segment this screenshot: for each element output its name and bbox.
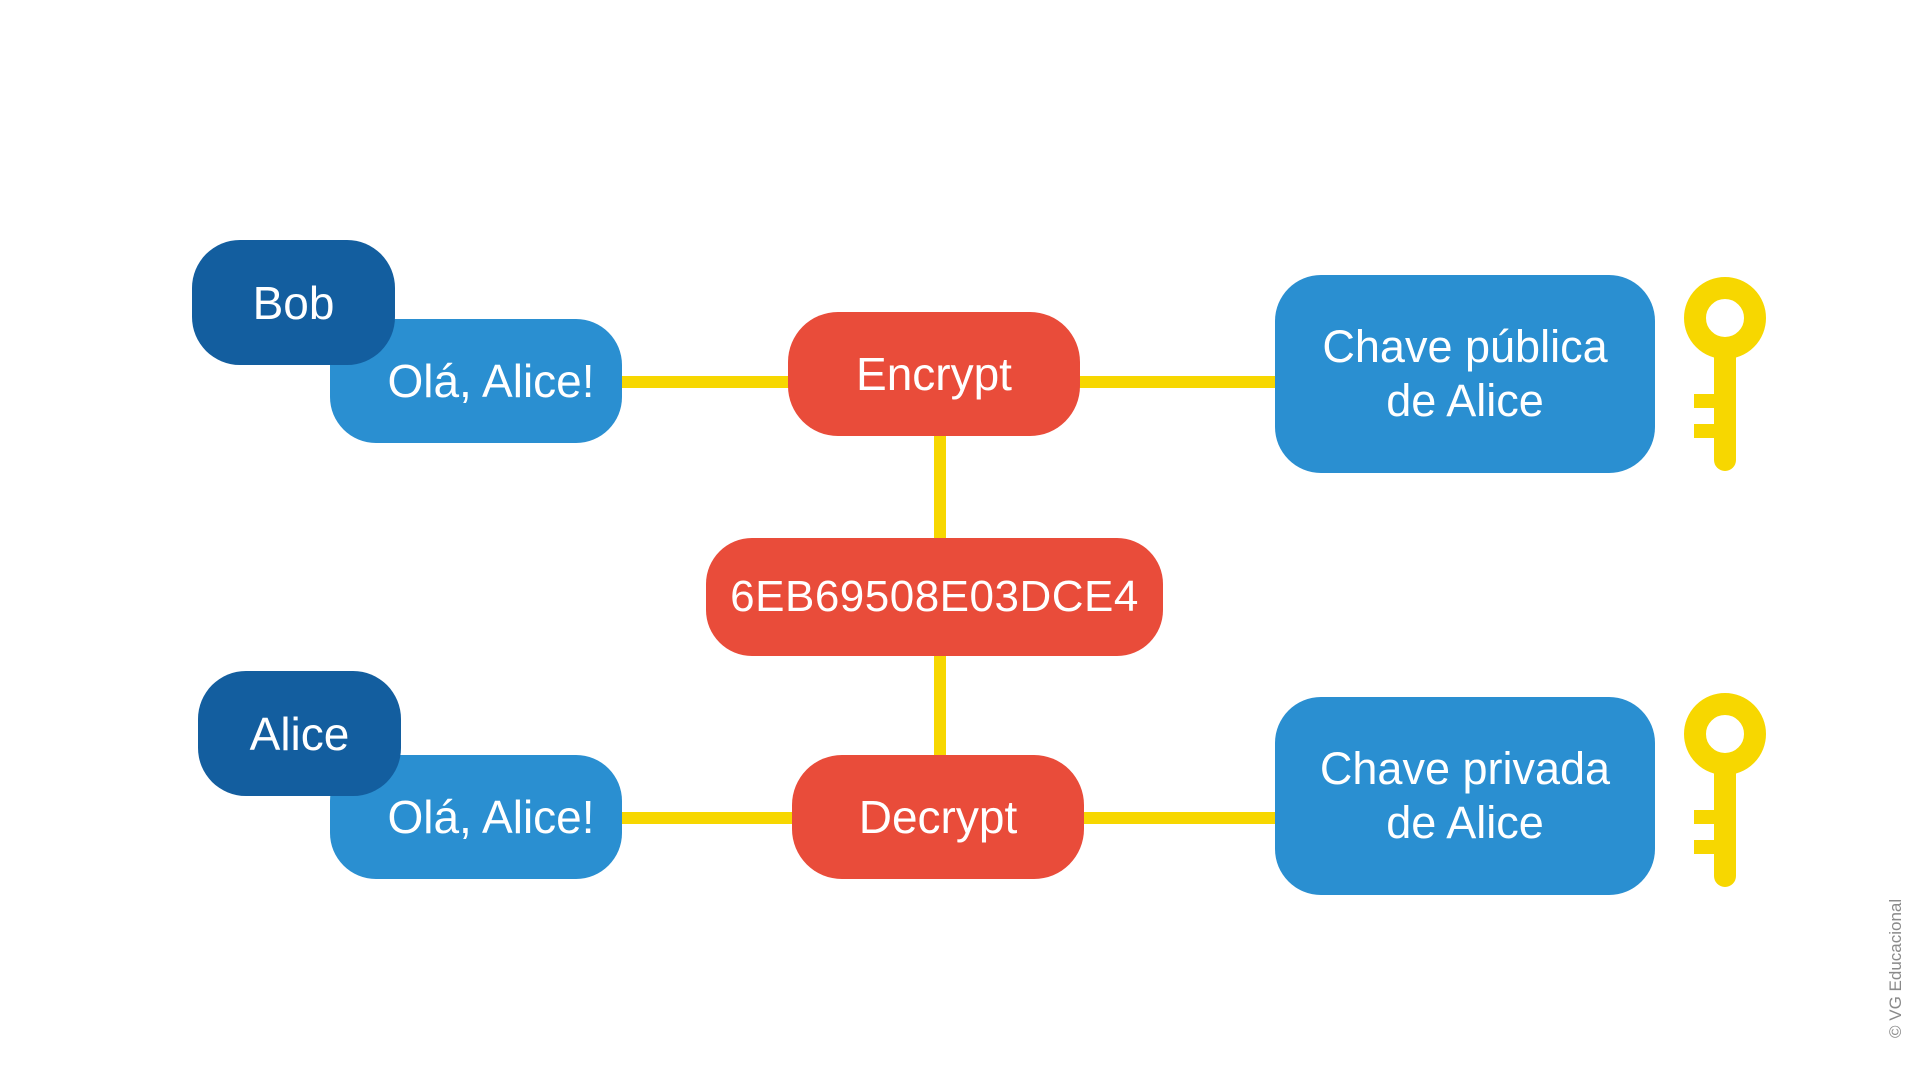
ciphertext-text: 6EB69508E03DCE4 <box>730 572 1139 621</box>
private-key-line2: de Alice <box>1386 797 1544 848</box>
public-key-line2: de Alice <box>1386 375 1544 426</box>
receiver-name-tag: Alice <box>198 671 401 796</box>
connector-encrypt-ciphertext <box>934 433 946 541</box>
ciphertext-box: 6EB69508E03DCE4 <box>706 538 1163 656</box>
connector-bob-message-encrypt <box>615 376 790 388</box>
image-credit: © VG Educacional <box>1886 898 1905 1038</box>
public-key-line1: Chave pública <box>1322 321 1608 372</box>
receiver-name: Alice <box>249 707 350 760</box>
decrypt-label: Decrypt <box>858 791 1018 843</box>
private-key-box: Chave privada de Alice <box>1275 697 1655 895</box>
encrypt-box: Encrypt <box>788 312 1080 436</box>
sender-message-text: Olá, Alice! <box>387 355 595 407</box>
decrypt-box: Decrypt <box>792 755 1084 879</box>
receiver-message-text: Olá, Alice! <box>387 791 595 843</box>
connector-decrypt-alice-message <box>615 812 795 824</box>
public-key-box: Chave pública de Alice <box>1275 275 1655 473</box>
connector-encrypt-public-key <box>1075 376 1275 388</box>
sender-name-tag: Bob <box>192 240 395 365</box>
private-key-icon <box>1684 693 1766 887</box>
private-key-line1: Chave privada <box>1319 743 1611 794</box>
sender-name: Bob <box>252 276 335 329</box>
encrypt-label: Encrypt <box>856 348 1012 400</box>
connector-decrypt-private-key <box>1080 812 1275 824</box>
sender-message-box: Olá, Alice! <box>330 319 622 443</box>
public-key-icon <box>1684 277 1766 471</box>
connector-ciphertext-decrypt <box>934 653 946 758</box>
